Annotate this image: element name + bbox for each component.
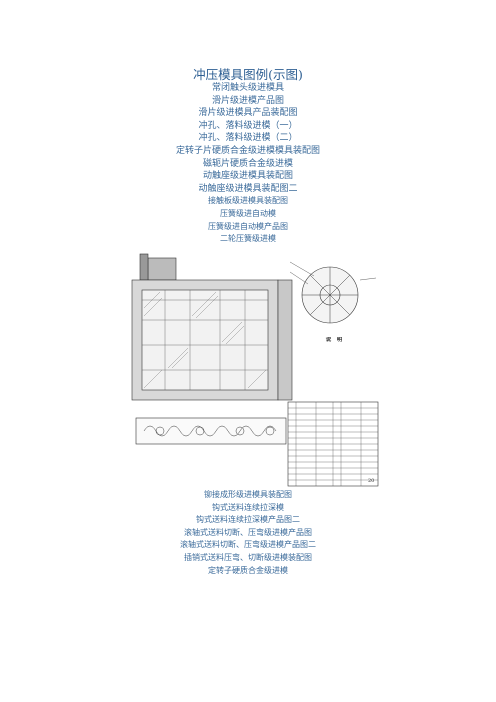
toc-item[interactable]: 压簧级进自动模 <box>220 208 276 218</box>
toc-item[interactable]: 常闭触头级进模具 <box>211 83 284 93</box>
toc-item[interactable]: 动触座级进模具装配图 <box>202 171 293 182</box>
explanation-block: 说 明 <box>289 337 379 417</box>
toc-item[interactable]: 接触板级进模具装配图 <box>208 196 288 206</box>
toc-item[interactable]: 磁轭片硬质合金级进模 <box>202 158 293 169</box>
toc-top-list: 常闭触头级进模具 滑片级进模产品图 滑片级进模具产品装配图 冲孔、落料级进模（一… <box>0 82 496 246</box>
toc-item[interactable]: 钩式送料连续拉深模产品图二 <box>196 515 300 525</box>
toc-item[interactable]: 插销式送料压弯、切断级进模装配图 <box>184 552 312 562</box>
toc-item[interactable]: 二轮压簧级进模 <box>220 234 276 244</box>
toc-item[interactable]: 滚轴式送料切断、压弯级进模产品图二 <box>180 540 316 550</box>
toc-item[interactable]: 滚轴式送料切断、压弯级进模产品图 <box>184 527 312 537</box>
toc-item[interactable]: 动触座级进模具装配图二 <box>198 183 298 194</box>
toc-item[interactable]: 钩式送料连续拉深模 <box>212 502 284 512</box>
page-title: 冲压模具图例(示图) <box>193 67 303 82</box>
toc-item[interactable]: 滑片级进模具产品装配图 <box>198 108 298 119</box>
toc-item[interactable]: 滑片级进模产品图 <box>211 95 284 106</box>
toc-item[interactable]: 压簧级进自动模产品图 <box>208 221 288 231</box>
drawing-svg <box>131 253 379 487</box>
toc-bottom-list: 铆接成形级进模具装配图 钩式送料连续拉深模 钩式送料连续拉深模产品图二 滚轴式送… <box>0 489 496 577</box>
toc-item[interactable]: 定转子硬质合金级进模 <box>208 565 288 575</box>
toc-item[interactable]: 冲孔、落料级进模（二） <box>198 133 298 144</box>
explanation-heading: 说 明 <box>325 337 343 343</box>
mold-assembly-drawing: 20 <box>130 250 380 488</box>
toc-item[interactable]: 铆接成形级进模具装配图 <box>204 490 292 499</box>
toc-item[interactable]: 定转子片硬质合金级进模模具装配图 <box>175 145 320 156</box>
toc-item[interactable]: 冲孔、落料级进模（一） <box>198 120 298 131</box>
page-number: 20 <box>368 478 375 484</box>
